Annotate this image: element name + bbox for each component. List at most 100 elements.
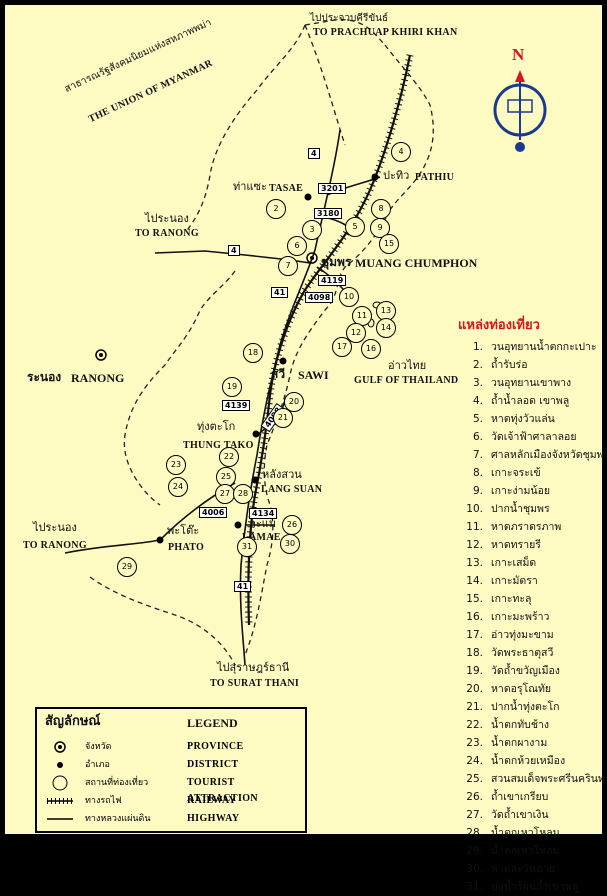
list-item: 5.หาดทุ่งวัวแล่น [472, 413, 555, 425]
border-east [304, 24, 346, 146]
road-sign: 4134 [249, 508, 278, 519]
pathiu-en: PATHIU [415, 172, 455, 183]
border-myanmar [304, 19, 386, 46]
list-item: 6.วัดเจ้าฟ้าศาลาลอย [472, 431, 577, 443]
attraction-marker: 20 [284, 392, 304, 412]
border-south [89, 576, 236, 666]
list-item: 17.อ่าวทุ่งมะขาม [466, 629, 554, 641]
to-prachuap-en: TO PRACHUAP KHIRI KHAN [313, 27, 458, 38]
province-symbol-icon [54, 741, 66, 753]
district-marker-thungtako [252, 430, 260, 438]
gulf-th: อ่าวไทย [388, 359, 427, 372]
list-item: 26.ถ้ำเขาเกรียบ [466, 791, 549, 803]
legend-row-district: อำเภอ DISTRICT [37, 757, 305, 773]
highway-symbol-icon [47, 818, 73, 820]
attraction-marker: 3 [302, 220, 322, 240]
legend-title-th: สัญลักษณ์ [45, 714, 101, 729]
road-sign: 4139 [222, 400, 251, 411]
province-marker-chumphon [306, 252, 318, 264]
thungtako-en: THUNG TAKO [183, 440, 254, 451]
road-sign: 4 [308, 148, 320, 159]
district-marker-tasae [304, 193, 312, 201]
to-surat-th: ไปสุราษฎร์ธานี [217, 661, 290, 674]
attraction-marker: 8 [371, 199, 391, 219]
road-sign: 4098 [305, 292, 334, 303]
attraction-marker: 28 [233, 484, 253, 504]
langsuan-en: LANG SUAN [261, 484, 323, 495]
list-item: 27.วัดถ้ำเขาเงิน [466, 809, 549, 821]
attraction-marker: 22 [219, 447, 239, 467]
list-item: 8.เกาะจระเข้ [472, 467, 541, 479]
list-item: 15.เกาะทะลุ [466, 593, 532, 605]
attraction-marker: 19 [222, 377, 242, 397]
chumphon-th: ชุมพร [321, 255, 352, 269]
attractions-list: 1.วนอุทยานน้ำตกกะเปาะ 2.ถ้ำรับร่อ 3.วนอุ… [461, 338, 607, 896]
ranong-en: RANONG [71, 371, 125, 385]
attraction-marker: 7 [278, 256, 298, 276]
attraction-marker: 17 [332, 337, 352, 357]
legend-row-highway: ทางหลวงแผ่นดิน HIGHWAY [37, 811, 305, 827]
list-item: 7.ศาลหลักเมืองจังหวัดชุมพร [472, 449, 607, 461]
list-item: 20.หาดอรุโณทัย [466, 683, 552, 695]
list-item: 31.บ่อน้ำร้อนถ้ำเขาพลู [466, 881, 579, 893]
ranong-th: ระนอง [27, 370, 62, 384]
attraction-marker: 5 [345, 217, 365, 237]
list-item: 30.หาดละวันฉาย [466, 863, 555, 875]
to-surat-en: TO SURAT THANI [210, 678, 300, 689]
attraction-marker: 10 [339, 287, 359, 307]
attraction-marker: 4 [391, 142, 411, 162]
district-symbol-icon [57, 762, 63, 768]
list-item: 24.น้ำตกห้วยเหมือง [466, 755, 566, 767]
attraction-marker: 24 [168, 477, 188, 497]
legend-row-railway: ทางรถไฟ RAILWAY [37, 793, 305, 809]
to-ranong-bottom-en: TO RANONG [23, 540, 87, 551]
district-marker-lamae [234, 521, 242, 529]
list-item: 14.เกาะมัตรา [466, 575, 538, 587]
attraction-marker: 30 [280, 534, 300, 554]
phato-en: PHATO [168, 542, 205, 553]
list-item: 12.หาดทรายรี [466, 539, 541, 551]
district-marker-sawi [279, 357, 287, 365]
list-item: 29.น้ำตกเหวโหลม [466, 845, 560, 857]
sawi-th: สวี [271, 367, 286, 381]
sawi-en: SAWI [298, 368, 329, 382]
list-item: 28.น้ำตกเหวโหลม [466, 827, 560, 839]
langsuan-th: หลังสวน [262, 468, 302, 481]
map-panel: N ไปประจวบคีรีขันธ์ TO PRACHUAP KHIRI KH… [5, 5, 607, 893]
list-item: 16.เกาะมะพร้าว [466, 611, 550, 623]
road-sign: 4119 [318, 275, 347, 286]
thungtako-th: ทุ่งตะโก [197, 420, 236, 433]
to-ranong-top-en: TO RANONG [135, 228, 199, 239]
highway-phato-west [64, 539, 161, 554]
railway-symbol-icon [47, 798, 73, 804]
list-item: 18.วัดพระธาตุสวี [466, 647, 554, 659]
district-marker-langsuan [251, 476, 259, 484]
road-sign: 4006 [199, 507, 228, 518]
attraction-marker: 12 [346, 323, 366, 343]
boundaries [89, 19, 434, 666]
compass-rose [493, 70, 547, 152]
tasae-th: ท่าแซะ [233, 180, 267, 193]
list-item: 10.ปากน้ำชุมพร [466, 503, 550, 515]
list-item: 2.ถ้ำรับร่อ [472, 359, 528, 371]
list-item: 4.ถ้ำน้ำลอด เขาพลู [472, 395, 570, 407]
attraction-symbol-icon [52, 775, 68, 791]
tasae-en: TASAE [269, 183, 304, 194]
coastline-north [384, 44, 434, 211]
list-item: 22.น้ำตกทับช้าง [466, 719, 549, 731]
border-west [184, 24, 306, 234]
attraction-marker: 2 [266, 199, 286, 219]
to-ranong-top-th: ไประนอง [145, 212, 189, 225]
list-item: 11.หาดภราดรภาพ [466, 521, 562, 533]
to-ranong-bottom-th: ไประนอง [33, 521, 77, 534]
chumphon-en: MUANG CHUMPHON [355, 256, 478, 270]
province-marker-ranong [95, 349, 107, 361]
lamae-en: LAMAE [242, 532, 281, 543]
legend-title-en: LEGEND [187, 716, 238, 730]
district-marker-pathiu [371, 173, 379, 181]
attractions-title: แหล่งท่องเที่ยว [458, 318, 540, 333]
road-sign: 3180 [314, 208, 343, 219]
road-sign: 41 [271, 287, 289, 298]
attraction-marker: 26 [282, 515, 302, 535]
district-marker-phato [156, 536, 164, 544]
